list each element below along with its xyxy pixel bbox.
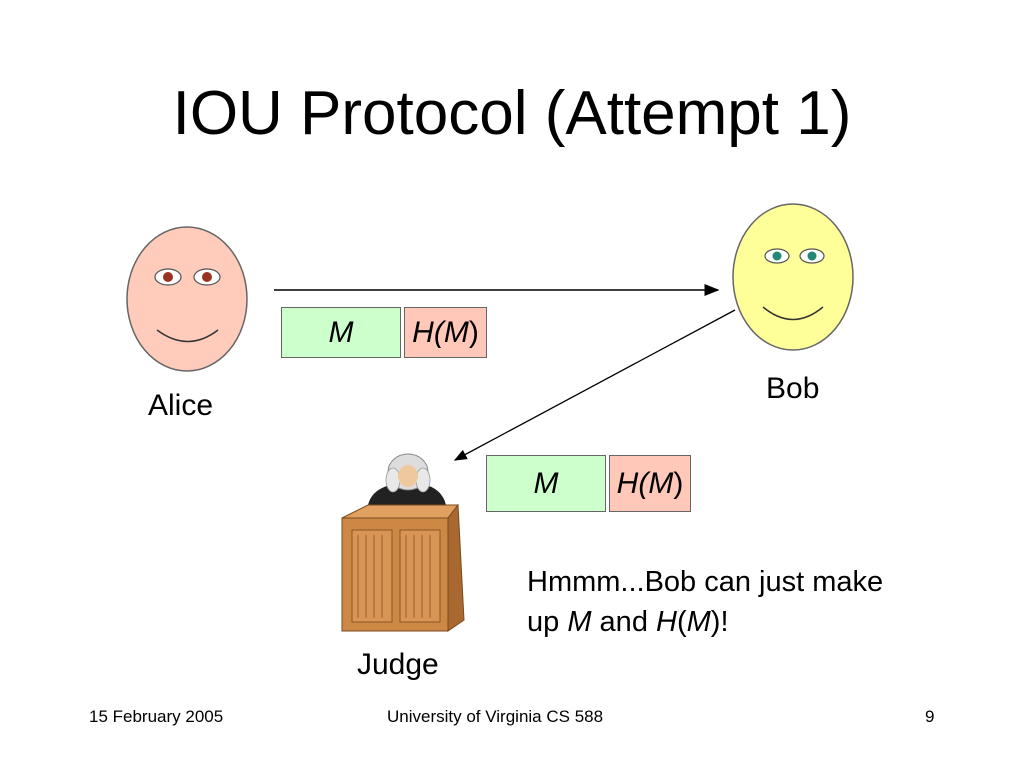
- footer-course: University of Virginia CS 588: [387, 707, 604, 726]
- note-m: M: [567, 606, 592, 638]
- alice-label: Alice: [148, 389, 214, 422]
- note-line-1: Hmmm...Bob can just make: [527, 566, 884, 598]
- message-m-text: M: [328, 315, 354, 349]
- footer-date: 15 February 2005: [89, 707, 224, 726]
- note-text: Hmmm...Bob can just make up M and H(M)!: [527, 562, 883, 642]
- slide-title: IOU Protocol (Attempt 1): [172, 79, 852, 148]
- note-up: up: [527, 606, 568, 638]
- note-and: and: [591, 606, 656, 638]
- message-m-text: M: [533, 466, 559, 500]
- note-m2: M: [686, 606, 711, 638]
- hash-arg: M: [648, 466, 674, 500]
- hash-fn: H(: [412, 315, 444, 349]
- hash-box-top: H(M): [404, 307, 487, 358]
- note-end: )!: [710, 606, 729, 638]
- note-h: H: [656, 606, 677, 638]
- message-m-box-top: M: [281, 307, 401, 358]
- alice-face-icon: [126, 226, 248, 372]
- bob-label: Bob: [766, 372, 820, 405]
- judge-icon: [341, 453, 465, 632]
- note-line-2: up M and H(M)!: [527, 602, 883, 642]
- judge-label: Judge: [357, 648, 439, 681]
- arrow-bob-to-judge: [453, 309, 736, 461]
- bob-face-icon: [732, 203, 854, 351]
- hash-text: H(M): [617, 467, 684, 501]
- hash-close: ): [468, 315, 479, 349]
- hash-box-bottom: H(M): [609, 455, 691, 512]
- hash-text: H(M): [412, 316, 479, 350]
- hash-fn: H(: [616, 466, 649, 500]
- note-paren: (: [676, 606, 687, 638]
- hash-close: ): [673, 466, 684, 500]
- hash-arg: M: [443, 315, 469, 349]
- footer-page-number: 9: [925, 707, 935, 726]
- message-m-box-bottom: M: [486, 455, 606, 512]
